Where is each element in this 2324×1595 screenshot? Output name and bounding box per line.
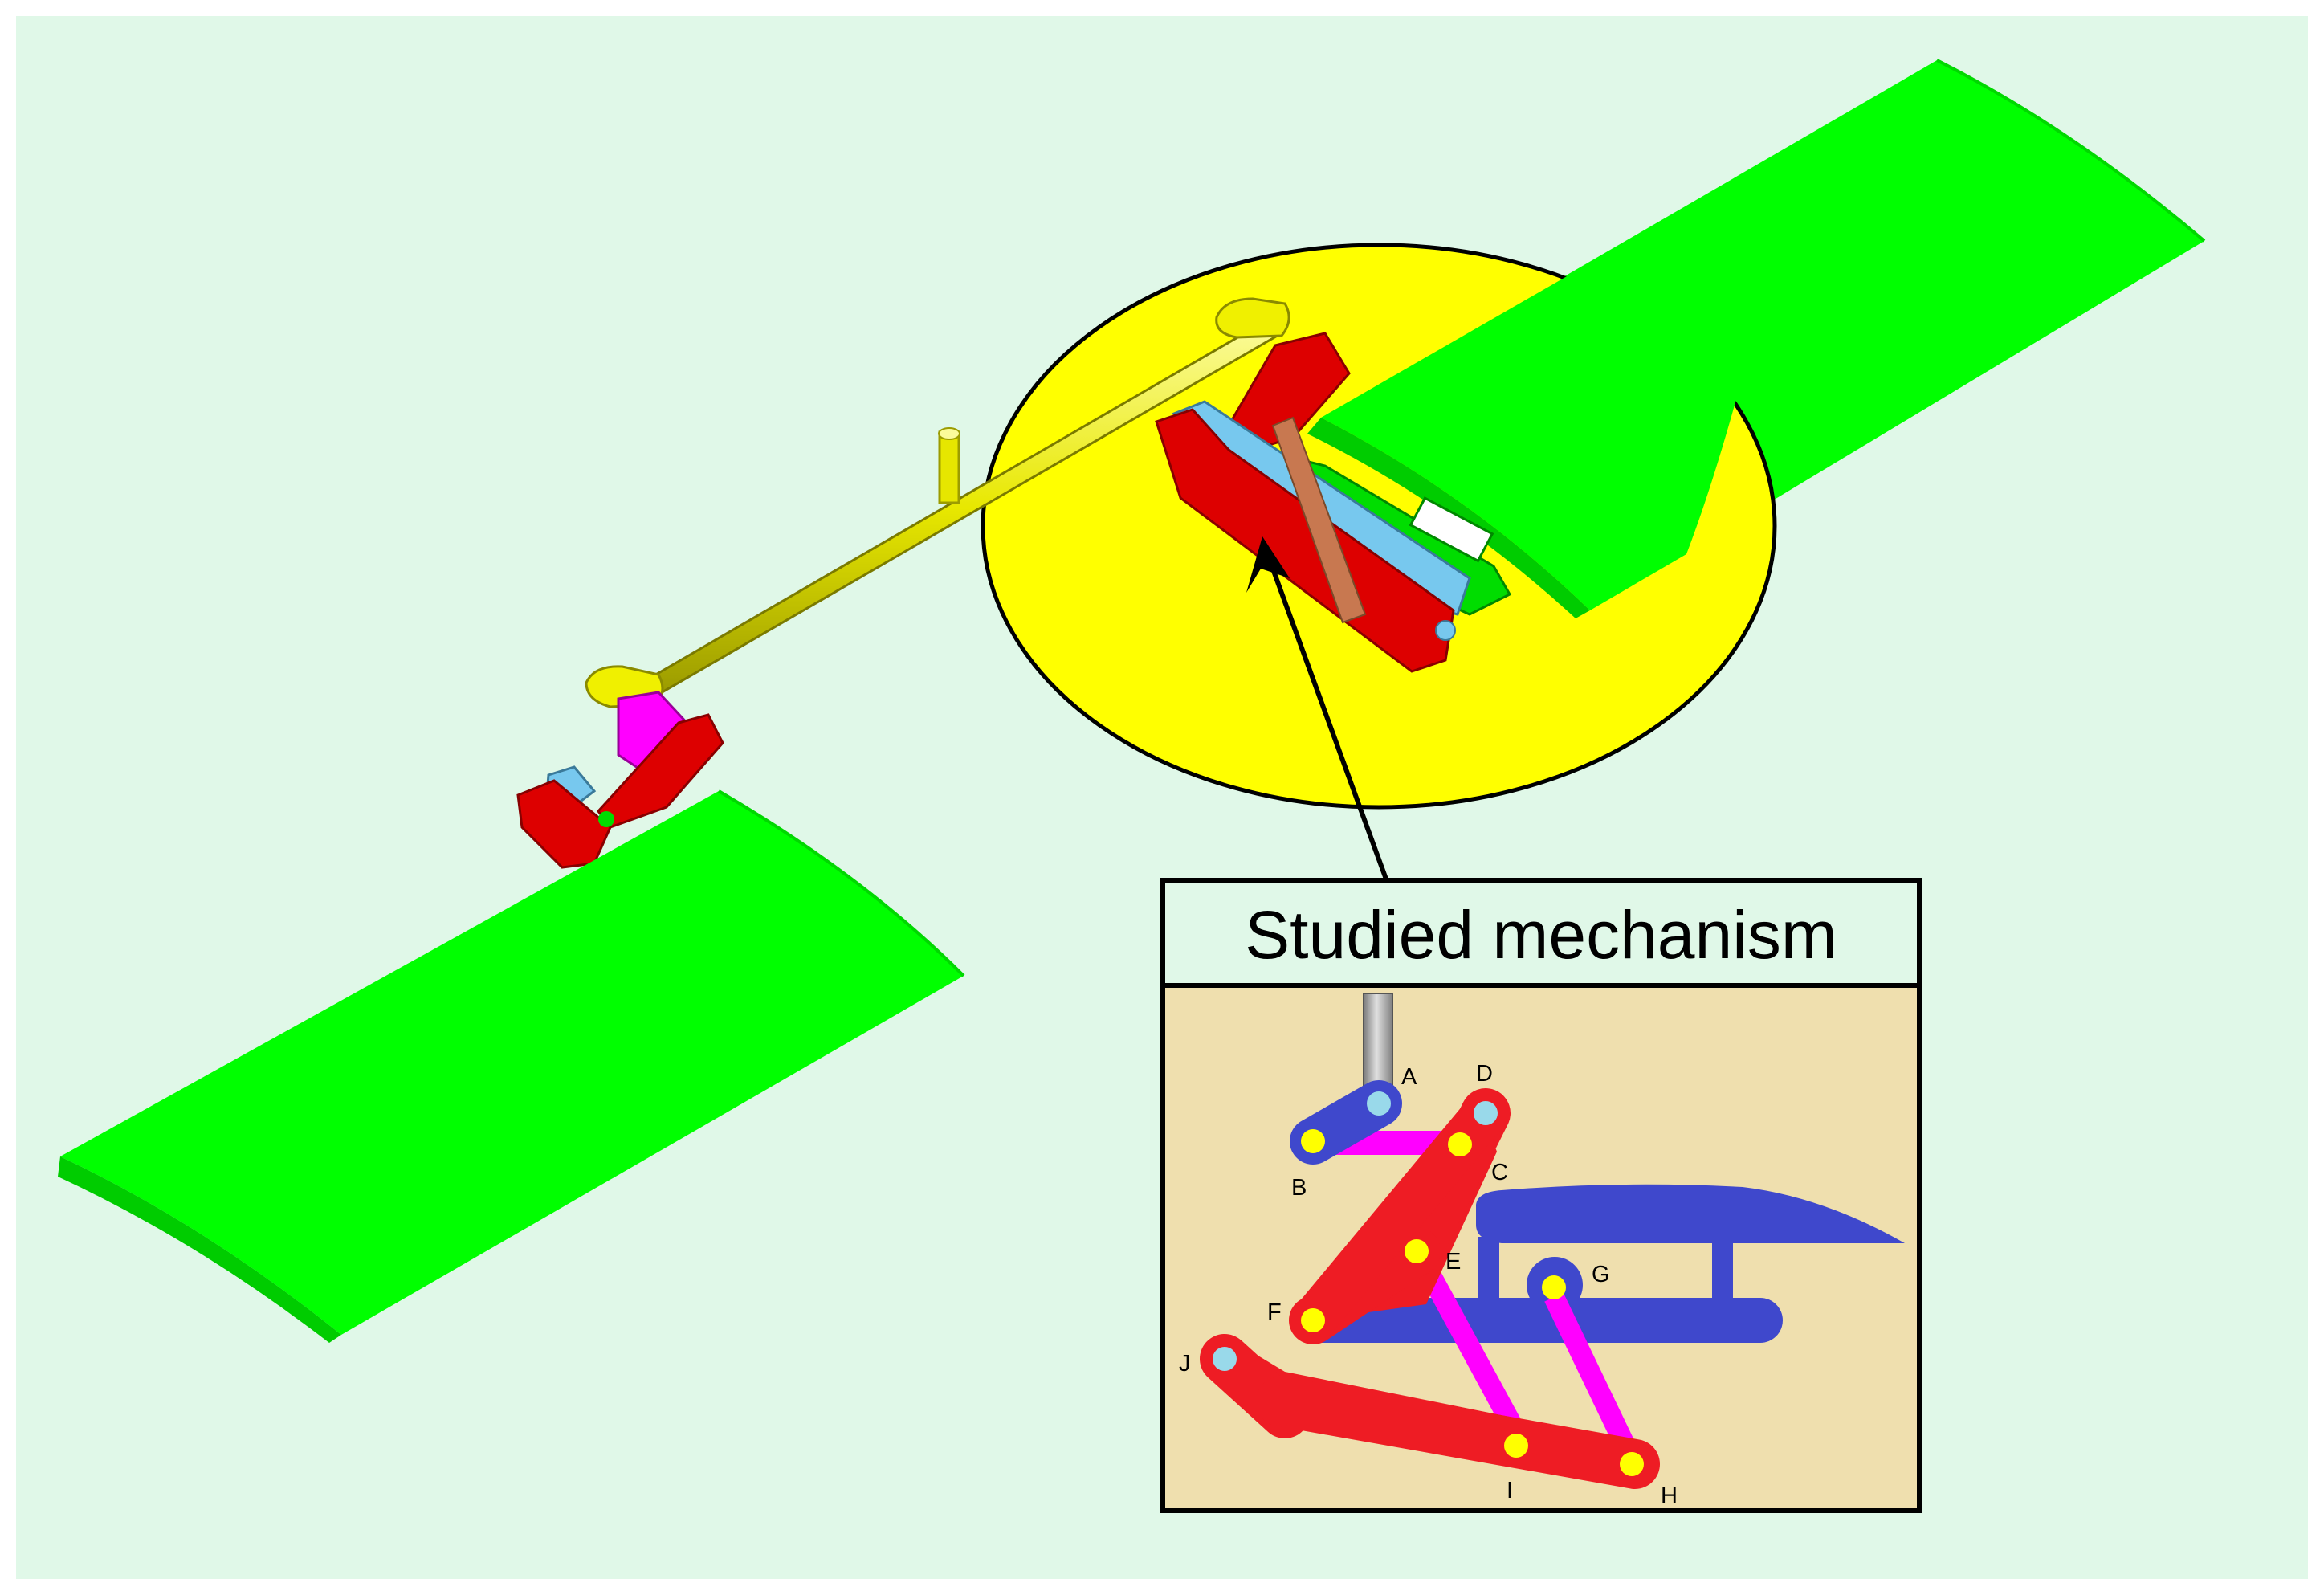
pointer-arrow — [1246, 536, 1390, 885]
label-i: I — [1507, 1478, 1513, 1503]
crank-ab — [1290, 1080, 1402, 1165]
right-control-surface-front — [1307, 157, 1776, 618]
joint-d — [1474, 1101, 1498, 1125]
airfoil — [1476, 1184, 1905, 1243]
label-g: G — [1592, 1262, 1610, 1287]
joint-g — [1542, 1275, 1566, 1299]
point-labels: A D C B E G F J I H — [1179, 1061, 1678, 1509]
inset-schematic: A D C B E G F J I H — [1160, 983, 1922, 1513]
torque-rod — [585, 297, 1290, 708]
joints — [1213, 1091, 1644, 1476]
caption-text: Studied mechanism — [1245, 897, 1837, 973]
caption-box: Studied mechanism — [1160, 878, 1922, 988]
right-3d-mechanism — [1155, 332, 1512, 673]
label-d: D — [1476, 1061, 1493, 1087]
joint-j — [1213, 1347, 1237, 1371]
left-3d-mechanism — [516, 691, 724, 869]
link-gh — [1544, 1292, 1644, 1469]
joint-i — [1504, 1434, 1528, 1458]
joint-e — [1405, 1239, 1429, 1263]
joint-b — [1301, 1129, 1325, 1153]
joint-f — [1301, 1308, 1325, 1332]
label-h: H — [1661, 1483, 1678, 1509]
lever-jih — [1200, 1334, 1660, 1489]
label-c: C — [1491, 1160, 1508, 1185]
label-a: A — [1401, 1064, 1417, 1090]
label-j: J — [1179, 1351, 1191, 1377]
joint-a — [1367, 1091, 1391, 1116]
label-f: F — [1267, 1299, 1282, 1325]
joint-c — [1448, 1132, 1472, 1156]
left-control-surface — [58, 789, 965, 1343]
label-b: B — [1291, 1175, 1307, 1201]
rod-pin — [938, 430, 960, 504]
label-e: E — [1445, 1249, 1461, 1275]
rod-end-bracket-right — [1215, 297, 1290, 339]
joint-h — [1620, 1452, 1644, 1476]
